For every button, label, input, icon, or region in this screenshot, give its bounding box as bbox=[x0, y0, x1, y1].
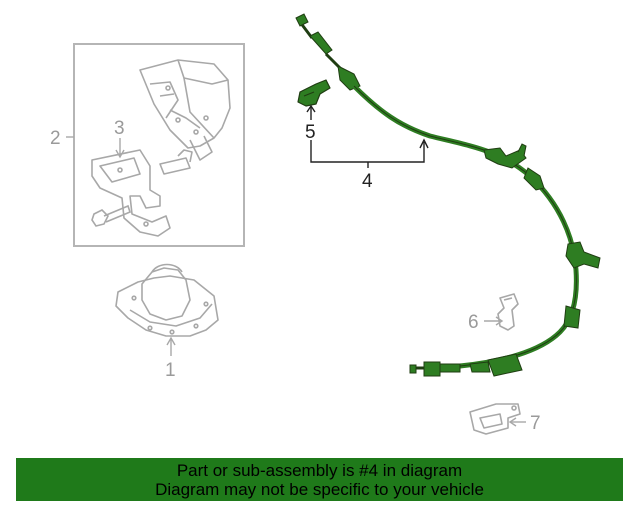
callout-3: 3 bbox=[114, 118, 125, 139]
leader-5-arrow bbox=[306, 104, 316, 113]
leader-7-arrow bbox=[508, 417, 517, 427]
leader-1-arrow bbox=[166, 336, 176, 346]
callout-2: 2 bbox=[50, 128, 61, 149]
part-4-shift-cable[interactable] bbox=[295, 13, 601, 377]
info-banner: Part or sub-assembly is #4 in diagram Di… bbox=[16, 458, 623, 501]
leader-6-arrow bbox=[495, 316, 504, 326]
part-2-shifter-housing[interactable] bbox=[139, 59, 231, 161]
callout-1: 1 bbox=[165, 360, 176, 381]
part-6-clip[interactable] bbox=[497, 293, 519, 331]
callout-7: 7 bbox=[530, 413, 541, 434]
banner-line-2: Diagram may not be specific to your vehi… bbox=[155, 480, 484, 499]
leader-3-arrow bbox=[115, 149, 125, 159]
part-7-clip[interactable] bbox=[469, 403, 521, 435]
bolt[interactable] bbox=[91, 204, 131, 227]
leader-4-bracket bbox=[310, 140, 425, 163]
part-5-clip[interactable] bbox=[297, 79, 331, 107]
assembly-frame bbox=[73, 43, 245, 247]
banner-line-1: Part or sub-assembly is #4 in diagram bbox=[176, 461, 463, 480]
callout-5: 5 bbox=[305, 122, 316, 143]
part-1-shift-boot[interactable] bbox=[115, 263, 219, 337]
leader-4-arrow bbox=[419, 138, 429, 149]
callout-4: 4 bbox=[362, 171, 373, 192]
part-3-bracket[interactable] bbox=[91, 149, 193, 237]
callout-6: 6 bbox=[468, 312, 479, 333]
